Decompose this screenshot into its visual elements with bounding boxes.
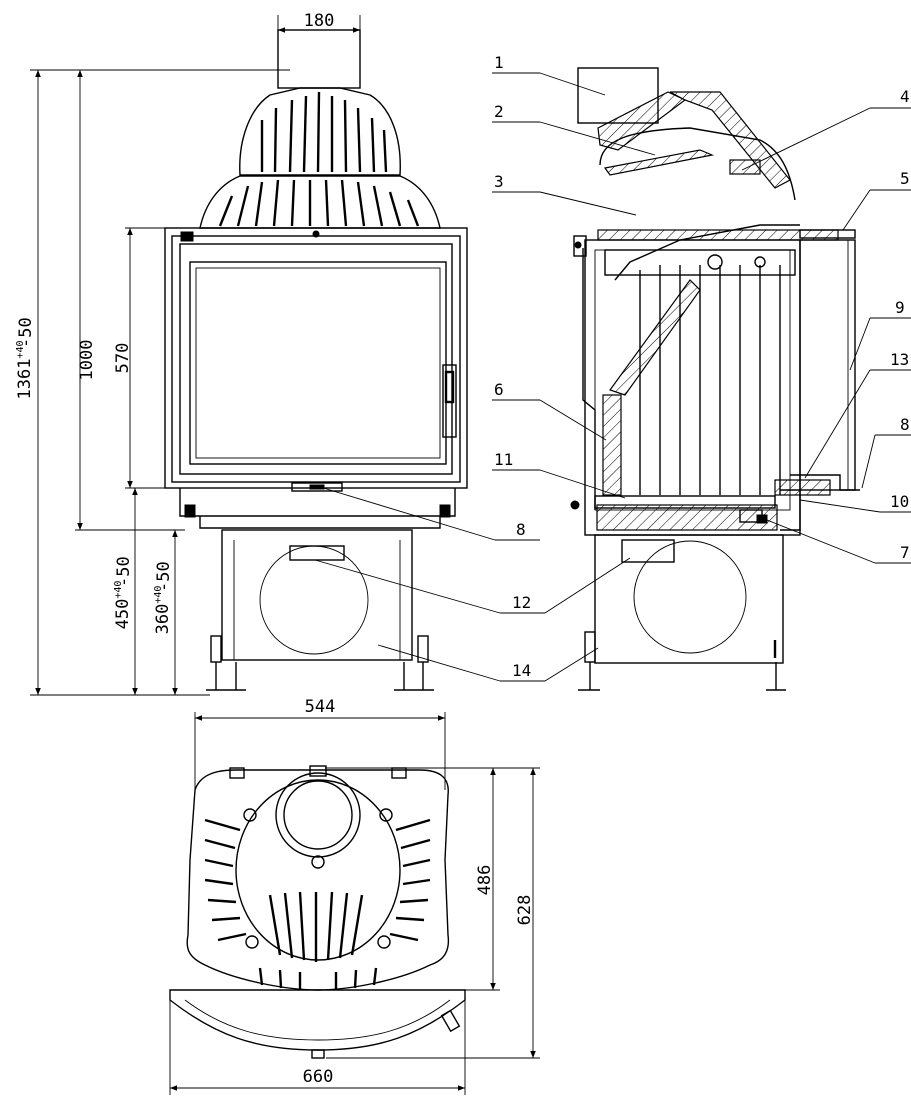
dim-depth-486: 486	[475, 865, 495, 896]
callout-6: 6	[494, 380, 504, 399]
dim-stand-450: 450+40	[113, 581, 133, 630]
dim-total-height: 1361+40	[15, 340, 35, 399]
callout-10: 10	[890, 492, 909, 511]
side-section-view	[570, 67, 860, 691]
svg-text:-50: -50	[16, 317, 36, 348]
front-dimensions: 180 1361+40 -50 1000 570 450+40 -50 360+…	[15, 11, 361, 696]
dim-flue-diameter: 180	[304, 11, 335, 31]
callout-2: 2	[494, 102, 504, 121]
callout-9: 9	[895, 298, 905, 317]
callout-4: 4	[900, 87, 910, 106]
callout-3: 3	[494, 172, 504, 191]
callout-11: 11	[494, 450, 513, 469]
dim-glass-height: 570	[113, 343, 133, 374]
callout-8-front: 8	[516, 520, 526, 539]
callout-12: 12	[512, 593, 531, 612]
svg-text:-50: -50	[114, 556, 134, 587]
callout-8-side: 8	[900, 415, 910, 434]
callout-13: 13	[890, 350, 909, 369]
top-dimensions: 544 486 628 660	[169, 697, 540, 1095]
dim-stand-360: 360+40	[153, 586, 173, 635]
dim-depth-628: 628	[515, 895, 535, 926]
callout-14: 14	[512, 661, 531, 680]
svg-text:-50: -50	[154, 561, 174, 592]
front-callouts: 8 12 14	[314, 486, 631, 682]
top-view	[169, 765, 466, 1059]
callout-5: 5	[900, 169, 910, 188]
callout-7: 7	[900, 543, 910, 562]
dim-top-width: 544	[305, 697, 336, 717]
side-callouts: 1 2 3 4 5 6 11 9 13 8 10 7	[492, 53, 911, 564]
dim-bottom-width: 660	[303, 1067, 334, 1087]
dim-body-height: 1000	[77, 340, 97, 381]
callout-1: 1	[494, 53, 504, 72]
front-view	[164, 29, 468, 691]
